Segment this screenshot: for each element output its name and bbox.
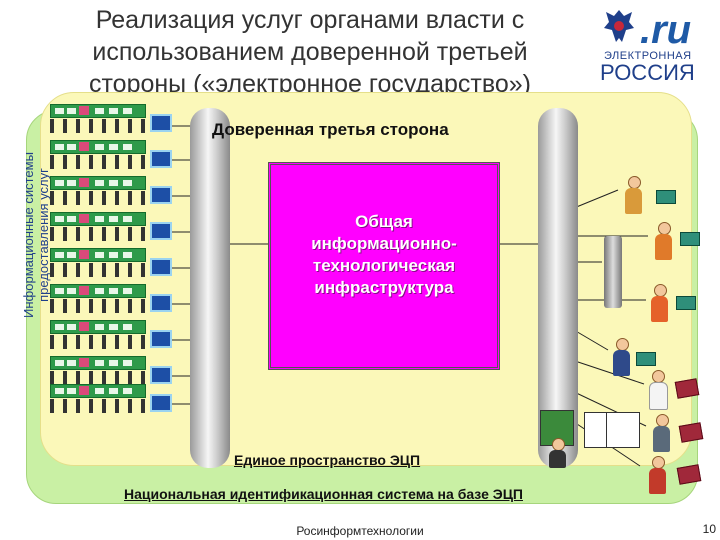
infrastructure-label-line-1: Общая <box>271 211 497 233</box>
infrastructure-label-line-3: технологическая <box>271 255 497 277</box>
user-icon <box>646 456 668 496</box>
user-icon <box>622 176 644 216</box>
user-icon <box>646 370 668 410</box>
signature-space-label: Единое пространство ЭЦП <box>234 452 484 468</box>
kiosk-icon <box>604 236 622 308</box>
user-icon <box>648 284 670 324</box>
page-number: 10 <box>686 522 716 536</box>
smart-card-icon <box>656 190 676 204</box>
signature-icon <box>606 412 640 448</box>
infrastructure-label-line-2: информационно- <box>271 233 497 255</box>
smart-card-icon <box>676 296 696 310</box>
infrastructure-label: Общая информационно- технологическая инф… <box>271 211 497 299</box>
trusted-third-party-label: Доверенная третья сторона <box>212 120 552 140</box>
user-icon <box>652 222 674 262</box>
smart-card-icon <box>680 232 700 246</box>
user-icon <box>650 414 672 454</box>
footer-organization: Росинформтехнологии <box>260 524 460 538</box>
infrastructure-box: Общая информационно- технологическая инф… <box>268 162 500 370</box>
user-icon <box>610 338 632 378</box>
user-icon <box>546 438 568 468</box>
network-cloud-icon <box>190 108 230 468</box>
smart-card-icon <box>636 352 656 366</box>
infrastructure-label-line-4: инфраструктура <box>271 277 497 299</box>
national-identification-label: Национальная идентификационная система н… <box>124 486 644 502</box>
